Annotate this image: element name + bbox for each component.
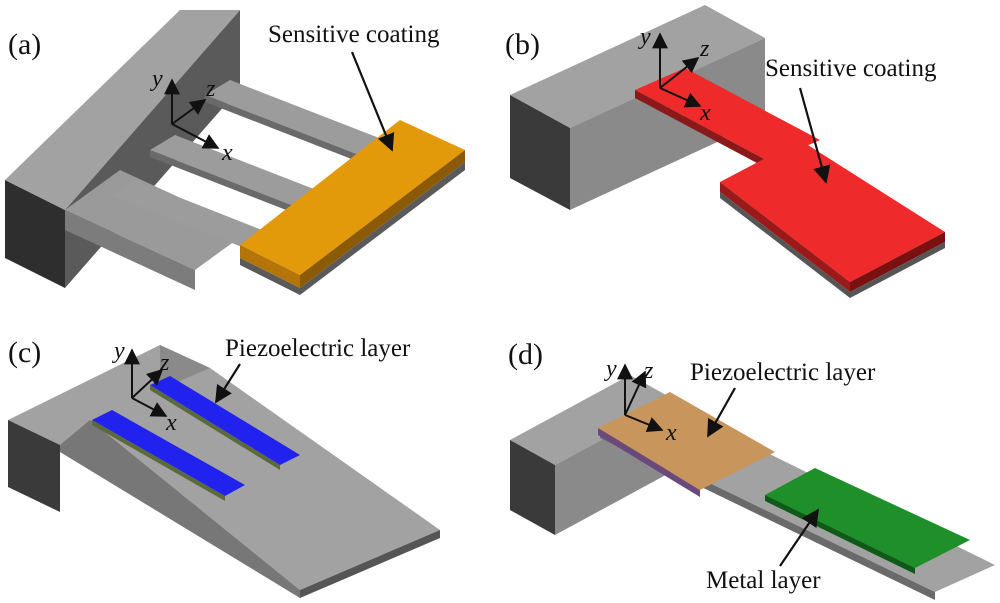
- panel-c-axes: y z x: [112, 338, 177, 436]
- panel-b-paddle-front: [720, 182, 850, 292]
- panel-d-callout-piezo: Piezoelectric layer: [690, 359, 876, 386]
- panel-a-label: (a): [8, 28, 41, 61]
- panel-d-leader-metal: [779, 508, 819, 567]
- panel-d-axes: y z x: [604, 356, 677, 446]
- panel-c-piezo-2: [92, 410, 245, 496]
- panel-c-plate-edge: [300, 530, 440, 598]
- panel-d-base-front: [510, 440, 555, 535]
- panel-d-axis-z: z: [643, 358, 654, 384]
- panel-a-axis-z: z: [205, 76, 216, 102]
- panel-b-axis-x: x: [699, 100, 711, 126]
- panel-d-axis-x: x: [665, 420, 677, 446]
- panel-a: (a) Sensitive coating y z x: [5, 10, 465, 295]
- panel-b-paddle-side: [850, 232, 945, 292]
- panel-b-axes: y z x: [638, 24, 711, 126]
- panel-c-piezo-1-edge: [150, 385, 280, 470]
- panel-b-axis-y: y: [638, 24, 651, 50]
- panel-d-leader-piezo: [707, 387, 736, 438]
- panel-c-axis-y: y: [112, 338, 125, 364]
- panel-c-axis-x: x: [165, 410, 177, 436]
- panel-d-piezo-edge: [598, 428, 700, 497]
- panel-b-label: (b): [505, 28, 540, 61]
- panel-a-base-front: [5, 180, 65, 288]
- panel-d-callout-metal: Metal layer: [706, 567, 821, 594]
- panel-a-coating-top: [240, 120, 465, 275]
- panel-a-beam-1-edge: [205, 95, 385, 172]
- panel-b-paddle-top: [720, 140, 945, 282]
- panel-b-base-top: [510, 5, 765, 128]
- panel-a-axes: y z x: [150, 66, 233, 166]
- panel-c-callout: Piezoelectric layer: [225, 335, 411, 362]
- panel-d-piezo-top: [598, 392, 775, 490]
- panel-c-plate-front: [60, 420, 300, 598]
- panel-b-callout: Sensitive coating: [765, 55, 937, 82]
- panel-c-leader: [215, 363, 241, 404]
- panel-d: (d) Piezoelectric layer Metal layer y z …: [508, 338, 995, 600]
- panel-c-label: (c): [8, 336, 41, 369]
- panel-b-beam-top: [635, 68, 820, 162]
- panel-c-axis-z: z: [159, 350, 170, 376]
- panel-c: (c) Piezoelectric layer y z x: [8, 335, 440, 598]
- panel-a-beam-1: [205, 80, 410, 165]
- panel-b-base-side: [570, 38, 765, 210]
- panel-b-leader: [798, 87, 831, 184]
- panel-a-callout: Sensitive coating: [268, 21, 440, 48]
- panel-c-plate-top: [90, 368, 440, 590]
- panel-a-step-front: [65, 210, 195, 290]
- panel-d-axis-y: y: [604, 356, 617, 382]
- panel-a-axis-y: y: [150, 66, 163, 92]
- panel-c-piezo-2-edge: [92, 420, 225, 501]
- panel-a-beam-2-edge: [150, 150, 330, 227]
- panel-b-beam-edge: [635, 90, 770, 170]
- panel-b: (b) Sensitive coating y z x: [505, 5, 945, 298]
- panel-d-label: (d): [508, 338, 543, 371]
- panel-b-base-front: [510, 95, 570, 210]
- panel-a-base-top: [5, 10, 240, 210]
- panel-c-base-front: [8, 420, 60, 512]
- panel-b-axis-z: z: [699, 36, 710, 62]
- panel-a-coating-side: [300, 150, 465, 288]
- panel-a-axis-x: x: [221, 140, 233, 166]
- panel-a-coating-front: [240, 245, 300, 288]
- panel-a-leader: [350, 51, 395, 152]
- panel-c-piezo-1: [150, 376, 300, 465]
- panel-d-metal-top: [765, 468, 970, 568]
